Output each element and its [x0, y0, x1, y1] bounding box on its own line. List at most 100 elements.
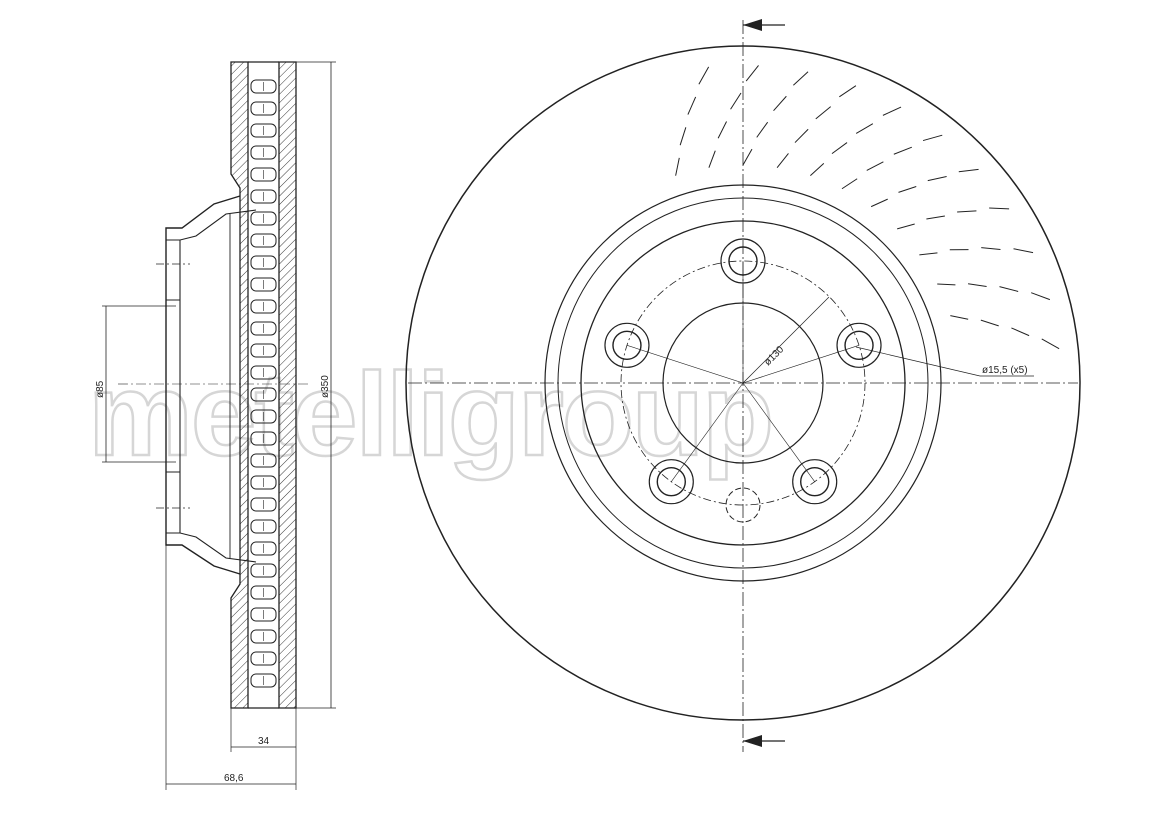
- cooling-slot: [950, 315, 969, 320]
- bolt-hole: [612, 330, 642, 360]
- bolt-hole-radial: [671, 382, 744, 482]
- cooling-slot: [870, 198, 888, 208]
- dimension-label-130: ø130: [762, 344, 786, 368]
- vent-pillar: [250, 145, 277, 160]
- cooling-slot: [1013, 248, 1034, 254]
- vent-pillar: [250, 343, 277, 358]
- cooling-slot: [793, 71, 809, 86]
- vent-pillar: [250, 299, 277, 314]
- dimension-label-34: 34: [258, 736, 270, 747]
- hub-face: [166, 239, 180, 534]
- cooling-slot: [675, 157, 680, 176]
- cooling-slot: [898, 185, 917, 193]
- vent-pillar: [250, 101, 277, 116]
- cooling-slot-group: [675, 65, 1060, 350]
- bolt-hole-radial: [742, 382, 815, 482]
- vent-pillar: [250, 233, 277, 248]
- vent-pillar: [250, 255, 277, 270]
- cooling-slot: [839, 85, 857, 98]
- hub-hat-section: [165, 195, 241, 575]
- vent-pillar: [250, 563, 277, 578]
- dimension-diameter-85: ø85: [95, 305, 176, 463]
- section-arrow-top: [743, 19, 785, 31]
- vent-pillar: [250, 475, 277, 490]
- vent-channel-group: [248, 61, 279, 709]
- dimension-label-350: ø350: [320, 375, 331, 398]
- cooling-slot: [937, 283, 956, 286]
- side-section-view: ø85 ø350 34 68,6: [95, 61, 336, 790]
- dimension-height-68-6: 68,6: [165, 545, 297, 790]
- vent-pillar: [250, 123, 277, 138]
- watermark-text: metelligroup: [88, 349, 772, 481]
- bolt-hole-radial: [626, 345, 744, 384]
- vent-pillar: [250, 453, 277, 468]
- dimension-bolt-circle-130: ø130: [742, 296, 830, 384]
- cooling-slot: [957, 210, 977, 213]
- friction-ring-right-cheek: [278, 61, 297, 709]
- vent-pillar: [250, 365, 277, 380]
- cooling-slot: [897, 223, 915, 230]
- bolt-hole: [656, 467, 686, 497]
- vent-pillar: [250, 607, 277, 622]
- cooling-slot: [1011, 327, 1030, 337]
- vent-pillar: [250, 211, 277, 226]
- vent-pillar: [250, 629, 277, 644]
- vent-pillar: [250, 189, 277, 204]
- cooling-slot: [841, 178, 858, 190]
- bolt-hole-radial: [742, 345, 860, 384]
- cooling-slot: [981, 247, 1001, 251]
- vent-pillar: [250, 497, 277, 512]
- cooling-slot: [922, 134, 943, 142]
- cooling-slot: [927, 176, 947, 182]
- cooling-slot: [698, 66, 710, 85]
- hub-inner-wall: [179, 209, 257, 563]
- cooling-slot: [745, 65, 759, 82]
- bolt-hole-boss: [836, 322, 882, 368]
- dimension-diameter-350: ø350: [296, 61, 336, 709]
- vent-pillar: [250, 585, 277, 600]
- cooling-slot: [687, 96, 697, 115]
- vent-pillar: [250, 673, 277, 688]
- dimension-label-68-6: 68,6: [224, 773, 244, 784]
- pilot-hole: [725, 487, 761, 523]
- cooling-slot: [926, 215, 945, 220]
- cooling-slot: [730, 92, 742, 110]
- cooling-slot: [794, 128, 809, 143]
- vent-pillar: [250, 277, 277, 292]
- vent-pillar: [250, 167, 277, 182]
- vent-pillar: [250, 79, 277, 94]
- bolt-hole: [844, 330, 874, 360]
- dimension-label-bolt-holes: ø15,5 (x5): [982, 365, 1028, 376]
- dimension-label-85: ø85: [95, 380, 106, 398]
- cooling-slot: [679, 127, 687, 146]
- cooling-slot: [815, 106, 832, 120]
- section-arrow-bottom: [743, 735, 785, 747]
- dimension-bolt-holes: ø15,5 (x5): [855, 346, 1034, 377]
- cooling-slot: [717, 121, 727, 139]
- vent-pillar: [250, 431, 277, 446]
- cooling-slot: [810, 163, 825, 177]
- friction-ring-left-cheek: [230, 61, 249, 709]
- cooling-slot: [866, 161, 884, 171]
- cooling-slot: [756, 121, 769, 138]
- cooling-slot: [893, 146, 912, 155]
- vent-pillar: [250, 519, 277, 534]
- cooling-slot: [742, 148, 753, 166]
- cooling-slot: [773, 95, 787, 112]
- bolt-hole-boss: [604, 322, 650, 368]
- vent-pillar: [250, 409, 277, 424]
- cooling-slot: [968, 283, 987, 288]
- bolt-hole-boss: [792, 459, 838, 505]
- bolt-hole-boss: [648, 459, 694, 505]
- vent-pillar: [250, 321, 277, 336]
- cooling-slot: [1041, 338, 1060, 350]
- cooling-slot: [999, 286, 1019, 292]
- cooling-slot: [1031, 292, 1051, 301]
- bolt-hole: [800, 467, 830, 497]
- cooling-slot: [708, 150, 716, 168]
- cooling-slot: [882, 106, 902, 116]
- cooling-slot: [980, 319, 999, 327]
- cooling-slot: [958, 168, 979, 173]
- cooling-slot: [855, 123, 874, 134]
